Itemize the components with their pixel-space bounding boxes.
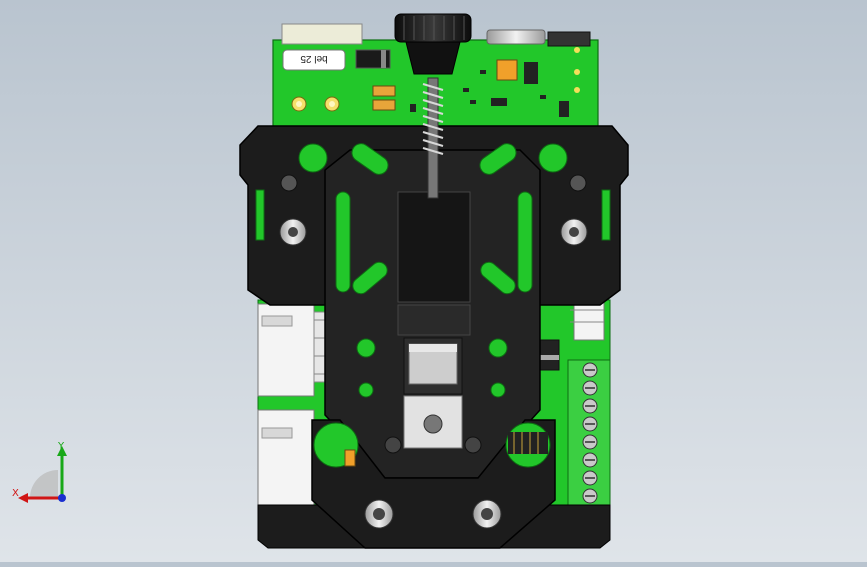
screw-bottom-left xyxy=(364,499,394,529)
y-axis-label: Y xyxy=(57,441,65,452)
terminal-block xyxy=(567,359,611,506)
tantalum-cap-small xyxy=(344,449,356,467)
screw-upper-left xyxy=(279,218,307,246)
lead-screw xyxy=(422,77,444,199)
header-pins xyxy=(508,432,548,454)
axis-triad: Y X xyxy=(12,441,67,503)
x-axis-label: X xyxy=(12,488,19,499)
sensor-module xyxy=(403,337,463,449)
slider-carriage xyxy=(397,191,471,336)
jst-connector-upper xyxy=(257,303,330,397)
screw-upper-right xyxy=(560,218,588,246)
adjustment-knob[interactable] xyxy=(394,13,472,75)
y-axis-arrowhead-icon xyxy=(57,446,67,456)
screw-bottom-right xyxy=(472,499,502,529)
silk-label: bel 25 xyxy=(300,53,328,64)
z-axis-dot-icon xyxy=(58,494,66,502)
x-axis-arrowhead-icon xyxy=(18,493,28,503)
jst-connector-right xyxy=(570,299,605,341)
